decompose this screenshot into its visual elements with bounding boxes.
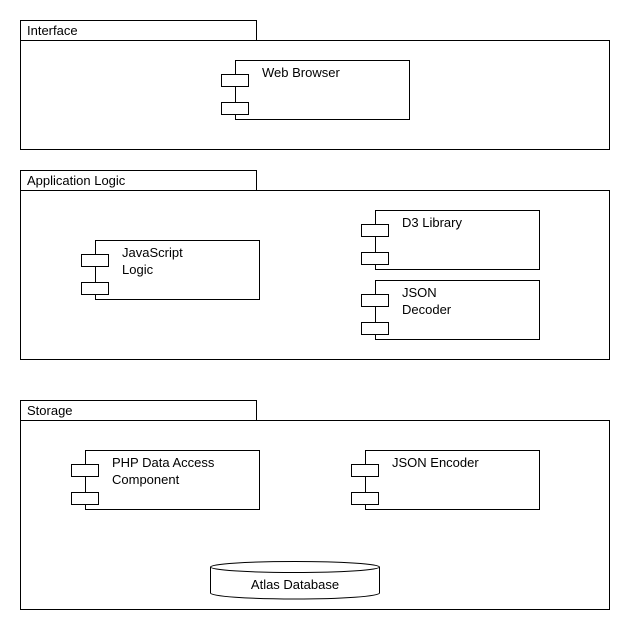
- package-tab-application-logic: Application Logic: [20, 170, 257, 191]
- component-php-data-access: PHP Data Access Component: [71, 450, 260, 510]
- component-port-icon: [221, 102, 249, 115]
- component-javascript-logic: JavaScript Logic: [81, 240, 260, 300]
- component-label-json-encoder: JSON Encoder: [392, 455, 479, 470]
- component-port-icon: [71, 464, 99, 477]
- component-label-javascript-logic: JavaScript Logic: [122, 245, 183, 277]
- package-tab-interface: Interface: [20, 20, 257, 41]
- component-d3-library: D3 Library: [361, 210, 540, 270]
- database-atlas: Atlas Database: [210, 561, 380, 601]
- component-web-browser: Web Browser: [221, 60, 410, 120]
- package-tab-storage: Storage: [20, 400, 257, 421]
- component-port-icon: [81, 254, 109, 267]
- component-port-icon: [351, 464, 379, 477]
- component-label-json-decoder: JSON Decoder: [402, 285, 452, 317]
- database-cylinder-icon: [210, 561, 380, 600]
- component-label-php-data-access: PHP Data Access Component: [112, 455, 215, 487]
- component-json-encoder: JSON Encoder: [351, 450, 540, 510]
- database-label: Atlas Database: [250, 577, 340, 592]
- component-port-icon: [351, 492, 379, 505]
- component-port-icon: [361, 252, 389, 265]
- component-port-icon: [81, 282, 109, 295]
- component-json-decoder: JSON Decoder: [361, 280, 540, 340]
- package-label-application-logic: Application Logic: [27, 173, 126, 188]
- component-label-d3-library: D3 Library: [402, 215, 462, 230]
- component-port-icon: [361, 294, 389, 307]
- package-label-storage: Storage: [27, 403, 73, 418]
- package-label-interface: Interface: [27, 23, 78, 38]
- component-port-icon: [71, 492, 99, 505]
- component-port-icon: [361, 224, 389, 237]
- component-label-web-browser: Web Browser: [262, 65, 340, 80]
- component-port-icon: [361, 322, 389, 335]
- component-port-icon: [221, 74, 249, 87]
